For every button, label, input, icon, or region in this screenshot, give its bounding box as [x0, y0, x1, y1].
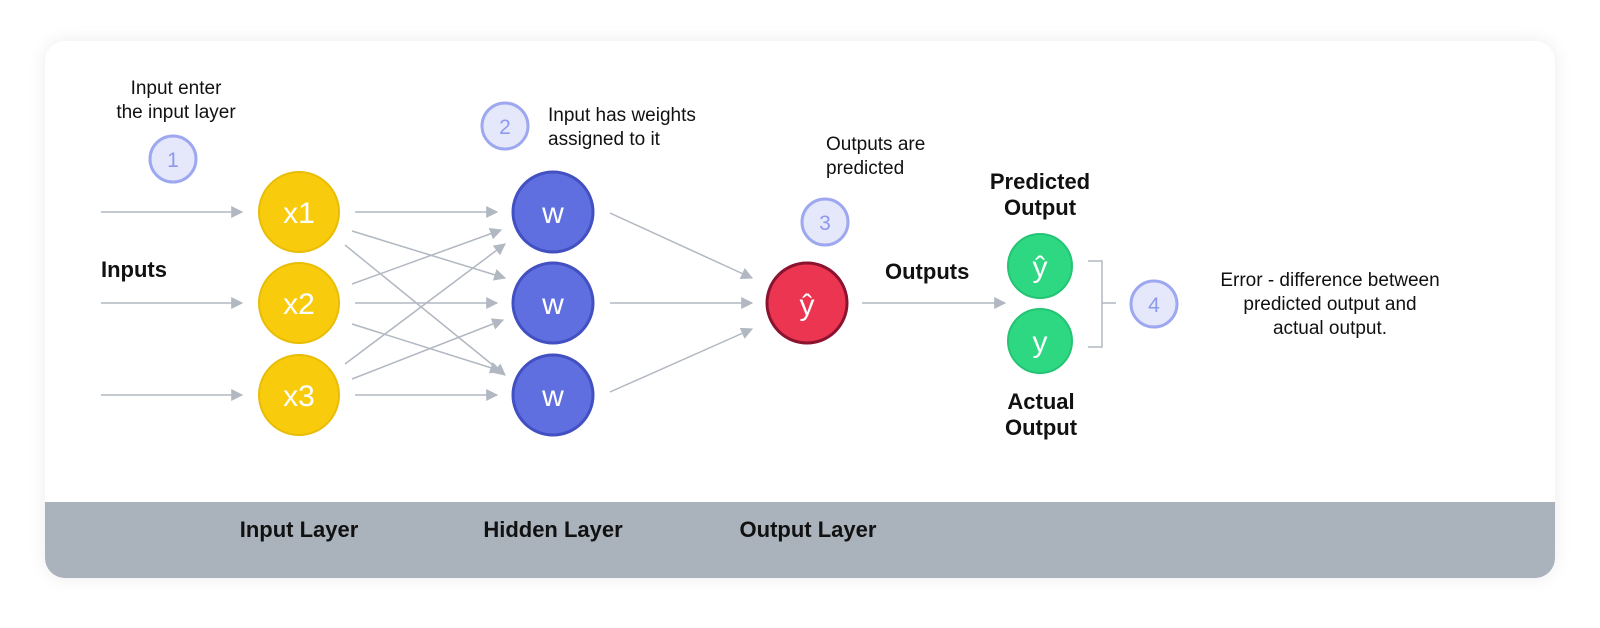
input-arrows: [101, 206, 244, 401]
step-number: 2: [499, 116, 511, 139]
step4-caption-line: actual output.: [1273, 318, 1387, 339]
hidden-node-1: w: [511, 170, 595, 254]
actual-output-label-line: Output: [1005, 415, 1078, 440]
actual-node-label: y: [1033, 326, 1048, 359]
input-layer-label: Input Layer: [240, 517, 359, 542]
step2-caption-line: Input has weights: [548, 105, 696, 126]
connection: [344, 243, 506, 365]
actual-output-label: Actual Output: [1005, 389, 1078, 440]
step-number: 1: [167, 149, 179, 172]
input-node-label: x2: [283, 288, 315, 321]
step-badge-1: 1: [148, 134, 198, 184]
step1-caption: Input enter the input layer: [116, 78, 236, 123]
step2-caption-line: assigned to it: [548, 129, 661, 150]
connection: [609, 212, 754, 279]
connection: [351, 318, 505, 380]
step-number: 3: [819, 212, 831, 235]
step-badge-3: 3: [800, 197, 850, 247]
step1-caption-line: the input layer: [116, 102, 236, 123]
step3-caption: Outputs are predicted: [826, 134, 925, 179]
hidden-node-2: w: [511, 261, 595, 345]
hidden-layer-label: Hidden Layer: [483, 517, 623, 542]
connection: [351, 230, 507, 281]
hidden-node-3: w: [511, 353, 595, 437]
step3-caption-line: Outputs are: [826, 134, 925, 155]
predicted-output-label-line: Predicted: [990, 169, 1090, 194]
hidden-node-label: w: [541, 288, 564, 321]
hidden-node-label: w: [541, 380, 564, 413]
connection: [344, 244, 506, 376]
outputs-label: Outputs: [885, 259, 969, 284]
output-layer-label: Output Layer: [740, 517, 877, 542]
input-node-label: x3: [283, 380, 315, 413]
input-node-label: x1: [283, 197, 315, 230]
step-badge-4: 4: [1129, 279, 1179, 329]
connection: [351, 228, 503, 285]
connection: [609, 327, 754, 393]
hidden-output-connections: [609, 212, 754, 393]
predicted-node-label: ŷ: [1033, 251, 1048, 284]
step1-caption-line: Input enter: [131, 78, 223, 99]
input-node-x2: x2: [258, 262, 340, 344]
inputs-label: Inputs: [101, 257, 167, 282]
connection: [351, 323, 503, 374]
output-node: ŷ: [765, 261, 849, 345]
hidden-node-label: w: [541, 197, 564, 230]
step-badge-2: 2: [480, 101, 530, 151]
input-hidden-connections: [344, 206, 507, 401]
step4-caption-line: predicted output and: [1243, 294, 1416, 315]
step3-caption-line: predicted: [826, 158, 904, 179]
input-node-x1: x1: [258, 171, 340, 253]
output-node-label: ŷ: [800, 289, 815, 322]
diagram-card: x1 x2 x3 w w w ŷ ŷ: [45, 41, 1555, 578]
step2-caption: Input has weights assigned to it: [548, 105, 696, 150]
step-number: 4: [1148, 294, 1160, 317]
actual-output-label-line: Actual: [1007, 389, 1074, 414]
layer-label-bar: [45, 502, 1555, 578]
step4-caption: Error - difference between predicted out…: [1220, 270, 1439, 339]
predicted-output-node: ŷ: [1007, 233, 1073, 299]
predicted-output-label-line: Output: [1004, 195, 1077, 220]
predicted-output-label: Predicted Output: [990, 169, 1090, 220]
error-bracket: [1088, 260, 1116, 348]
input-node-x3: x3: [258, 354, 340, 436]
actual-output-node: y: [1007, 308, 1073, 374]
step4-caption-line: Error - difference between: [1220, 270, 1439, 291]
neural-network-diagram: x1 x2 x3 w w w ŷ ŷ: [101, 78, 1440, 542]
